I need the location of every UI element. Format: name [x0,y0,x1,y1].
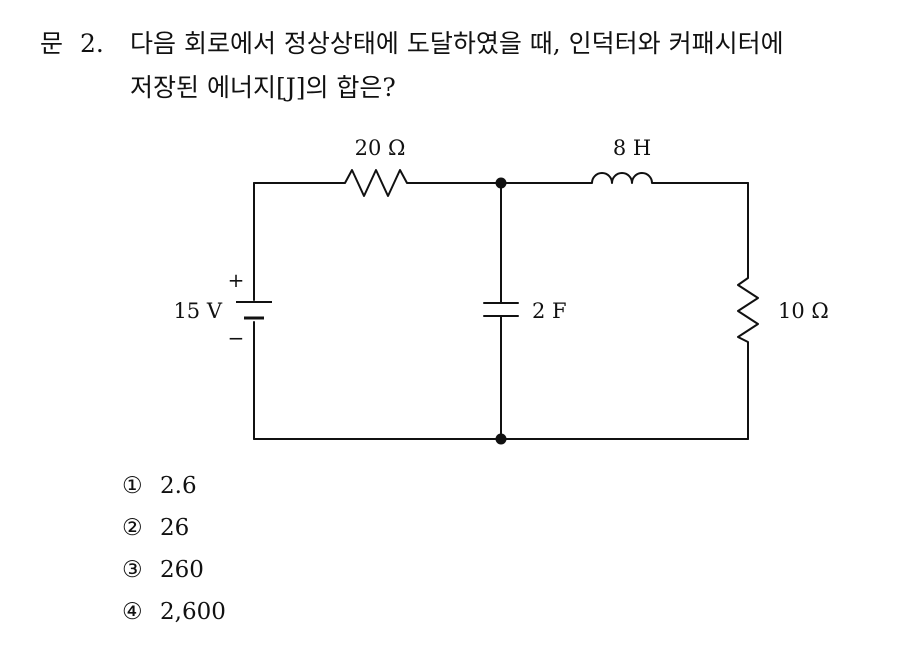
choice-4-value: 2,600 [160,599,226,625]
question: 문 2. 다음 회로에서 정상상태에 도달하였을 때, 인덕터와 커패시터에 저장된… [40,22,900,110]
question-text-2: 저장된 에너지[J]의 합은? [130,73,396,102]
source-plus-label: + [228,268,245,292]
resistor-20-symbol [253,169,502,197]
choice-1-mark: ① [122,473,143,499]
question-line-2: 저장된 에너지[J]의 합은? [40,66,900,110]
choice-4[interactable]: ④ 2,600 [122,591,226,633]
question-number: 2. [80,29,104,58]
inductor-label: 8 H [613,136,651,160]
choice-4-mark: ④ [122,599,143,625]
choice-2-mark: ② [122,515,143,541]
choice-1-value: 2.6 [160,473,197,499]
answer-choices: ① 2.6 ② 26 ③ 260 ④ 2,600 [122,465,226,633]
resistor-10-symbol [737,182,759,440]
resistor-10-label: 10 Ω [778,299,829,323]
question-line-1: 문 2. 다음 회로에서 정상상태에 도달하였을 때, 인덕터와 커패시터에 [40,22,900,66]
top-junction-dot [495,177,507,189]
resistor-20-label: 20 Ω [355,136,406,160]
choice-3[interactable]: ③ 260 [122,549,226,591]
circuit-diagram: 20 Ω 8 H 15 V + − 2 F 10 Ω [173,136,829,445]
choice-2[interactable]: ② 26 [122,507,226,549]
inductor-symbol [500,172,749,184]
choice-2-value: 26 [160,515,190,541]
question-text-1: 다음 회로에서 정상상태에 도달하였을 때, 인덕터와 커패시터에 [130,29,784,58]
source-minus-label: − [228,326,245,350]
choice-1[interactable]: ① 2.6 [122,465,226,507]
capacitor-symbol [483,182,519,440]
question-label: 문 [40,29,64,58]
source-voltage-label: 15 V [173,299,222,323]
choice-3-value: 260 [160,557,204,583]
capacitor-label: 2 F [532,299,567,323]
bottom-junction-dot [495,433,507,445]
choice-3-mark: ③ [122,557,143,583]
